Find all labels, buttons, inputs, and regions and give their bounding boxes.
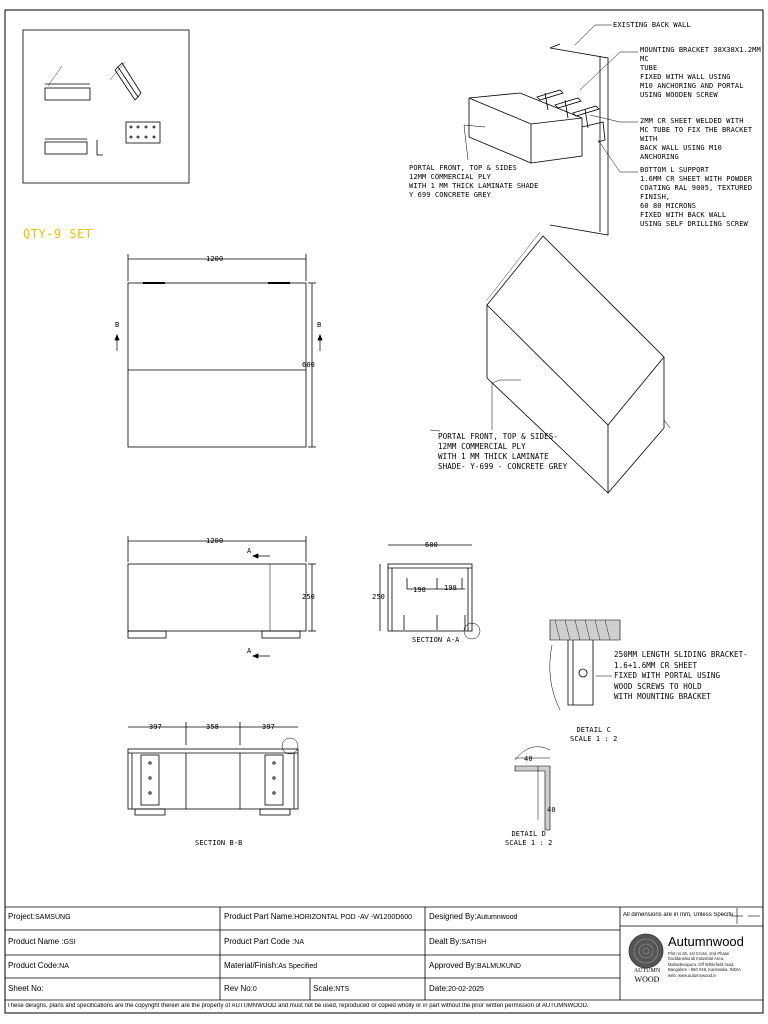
project-label: Project:	[8, 912, 36, 921]
front-height-dim: 250	[302, 593, 315, 601]
rev-cell: Rev No:0	[224, 984, 308, 993]
designed-cell: Designed By:Autumnwood	[429, 912, 618, 921]
product-name-value: GSI	[63, 939, 76, 946]
front-width-dim: 1200	[206, 537, 224, 545]
front-view	[127, 536, 316, 659]
section-b-dim-2: 358	[206, 723, 219, 731]
section-a-a	[379, 544, 481, 640]
part-name-value: HORIZONTAL POD -AV -W1200D600	[294, 914, 412, 921]
detail-c-label: DETAIL C SCALE 1 : 2	[570, 726, 618, 743]
logo-emblem-text-bottom: WOOD	[634, 975, 660, 984]
sheet-border	[4, 9, 764, 1014]
project-value: SAMSUNG	[35, 914, 71, 921]
cr-sheet-callout: 2MM CR SHEET WELDED WITH MC TUBE TO FIX …	[640, 117, 753, 161]
section-a-width-dim: 600	[425, 541, 438, 549]
product-code-cell: Product Code:NA	[8, 961, 218, 970]
top-view	[114, 254, 323, 448]
material-value: As Specified	[278, 963, 318, 970]
dealt-cell: Dealt By:SATISH	[429, 937, 618, 946]
section-a-marker-top: A	[247, 547, 252, 555]
autumnwood-logo-emblem	[628, 933, 664, 969]
material-label: Material/Finish:	[224, 961, 279, 970]
section-a-centre-dim-1: 198	[413, 586, 426, 594]
project-cell: Project:SAMSUNG	[8, 912, 218, 921]
part-name-cell: Product Part Name:HORIZONTAL POD -AV -W1…	[224, 912, 423, 921]
section-b-marker-left: B	[115, 321, 120, 329]
thumbnail-inset	[22, 29, 190, 184]
small-isometric-assembly	[463, 24, 638, 236]
designed-value: Autumnwood	[476, 914, 518, 921]
part-name-label: Product Part Name:	[224, 912, 295, 921]
title-block-grid	[5, 906, 763, 1001]
designed-label: Designed By:	[429, 912, 477, 921]
section-b-dim-3: 397	[262, 723, 275, 731]
mounting-bracket-callout: MOUNTING BRACKET 38X38X1.2MM MC TUBE FIX…	[640, 46, 761, 99]
detail-d-label: DETAIL D SCALE 1 : 2	[505, 830, 553, 847]
existing-wall-callout: EXISTING BACK WALL	[613, 21, 691, 29]
section-a-centre-dim-2: 198	[444, 584, 457, 592]
section-b-label: SECTION B-B	[195, 839, 243, 847]
dealt-value: SATISH	[461, 939, 487, 946]
detail-d-width-dim: 40	[524, 755, 533, 763]
company-address: Plot no 26, 1st Cross, 2nd Phase Doddane…	[668, 951, 741, 978]
date-label: Date:	[429, 984, 449, 993]
sheet-label: Sheet No:	[8, 984, 44, 993]
product-code-label: Product Code:	[8, 961, 60, 970]
approved-label: Approved By:	[429, 961, 478, 970]
sheet-cell: Sheet No:	[8, 984, 218, 993]
section-b-b	[127, 722, 299, 816]
section-a-height-dim: 250	[372, 593, 385, 601]
company-name: Autumnwood	[668, 934, 744, 949]
top-width-dim: 1200	[206, 255, 224, 263]
section-b-dim-1: 397	[149, 723, 162, 731]
rev-value: 0	[252, 986, 257, 993]
quantity-label: QTY-9 SET	[23, 227, 93, 241]
detail-d	[514, 746, 551, 831]
scale-value: NTS	[335, 986, 350, 993]
approved-value: BALMUKUND	[477, 963, 521, 970]
large-isometric	[429, 231, 671, 494]
scale-label: Scale:	[313, 984, 336, 993]
detail-c-callout: 250MM LENGTH SLIDING BRACKET- 1.6+1.6MM …	[614, 650, 748, 701]
copyright-footer: These designs, plans and specifications …	[7, 1003, 589, 1009]
logo-emblem-text-top: AUTUMN	[633, 968, 661, 974]
scale-cell: Scale:NTS	[313, 984, 423, 993]
dimensions-note: All dimensions are in mm, Unless Specifi…	[623, 912, 733, 918]
detail-d-height-dim: 40	[547, 806, 556, 814]
approved-cell: Approved By:BALMUKUND	[429, 961, 618, 970]
section-b-marker-right: B	[317, 321, 322, 329]
portal-callout-large: PORTAL FRONT, TOP & SIDES- 12MM COMMERCI…	[438, 432, 568, 471]
bottom-support-callout: BOTTOM L SUPPORT 1.6MM CR SHEET WITH POW…	[640, 166, 753, 228]
part-code-label: Product Part Code :	[224, 937, 295, 946]
product-name-label: Product Name :	[8, 937, 64, 946]
section-a-marker-bottom: A	[247, 647, 252, 655]
section-a-label: SECTION A-A	[412, 636, 460, 644]
dealt-label: Dealt By:	[429, 937, 462, 946]
rev-label: Rev No:	[224, 984, 253, 993]
date-cell: Date:20-02-2025	[429, 984, 618, 993]
product-code-value: NA	[59, 963, 69, 970]
detail-c	[549, 619, 621, 711]
part-code-value: NA	[294, 939, 304, 946]
top-depth-dim: 600	[302, 361, 315, 369]
date-value: 20-02-2025	[448, 986, 484, 993]
product-name-cell: Product Name :GSI	[8, 937, 218, 946]
portal-callout-small: PORTAL FRONT, TOP & SIDES 12MM COMMERCIA…	[409, 164, 539, 199]
part-code-cell: Product Part Code :NA	[224, 937, 423, 946]
material-cell: Material/Finish:As Specified	[224, 961, 423, 970]
